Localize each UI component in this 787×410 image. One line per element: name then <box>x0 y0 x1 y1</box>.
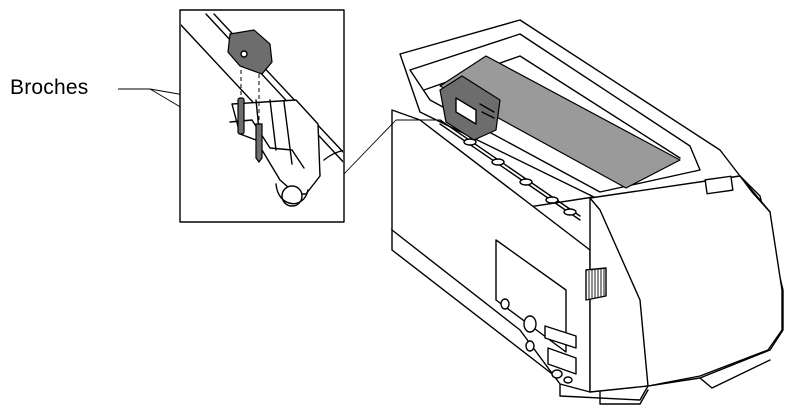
printer-open-top <box>409 33 701 221</box>
pins <box>237 70 263 163</box>
pins-callout-label: Broches <box>10 76 89 99</box>
vent-grille <box>585 267 607 301</box>
paper-guide <box>439 55 681 189</box>
platen-rollers <box>439 119 581 221</box>
print-head <box>227 29 273 75</box>
detail-inset <box>179 9 345 223</box>
mounting-hole <box>281 185 303 207</box>
zoom-connector <box>341 119 440 177</box>
rear-connectors <box>500 298 577 384</box>
